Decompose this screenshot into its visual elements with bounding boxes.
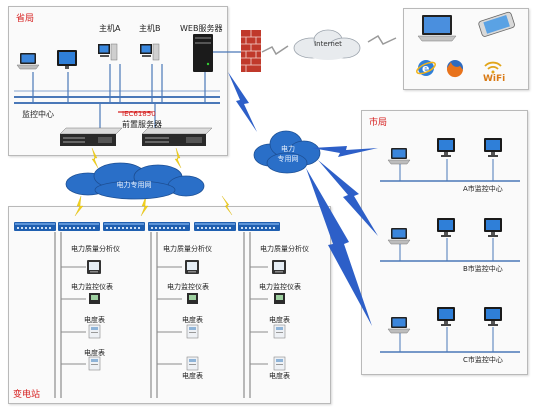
energy-meter-2a-icon [186,324,199,339]
firewall-icon [241,30,261,72]
host-a-pc-icon [97,43,118,61]
svg-text:e: e [422,62,429,75]
switch-5-icon [194,222,236,231]
energy-meter-1a-icon [88,324,101,339]
switch-6-icon [238,222,280,231]
substation-buses [54,232,251,398]
energy-meter-3a-label: 电度表 [269,316,290,324]
city-c-label: C市监控中心 [463,356,503,364]
city-a-label: A市监控中心 [463,185,503,193]
firefox-browser-icon [446,60,463,78]
city-a-laptop-icon [387,147,411,165]
city-b-laptop-icon [387,227,411,245]
energy-meter-3b-icon [273,356,286,371]
city-a-monitor-2-icon [484,138,502,157]
analyzer-1-label: 电力质量分析仪 [71,245,120,253]
ie-browser-icon: e [416,60,436,76]
front-server-right-icon [141,127,213,146]
analyzer-3-icon [272,260,286,274]
front-server-left-icon [59,127,123,146]
monitor-meter-1-icon [89,293,100,304]
energy-meter-3b-label: 电度表 [269,372,290,380]
monitor-center-label: 监控中心 [22,110,54,119]
city-b-monitor-2-icon [484,218,502,237]
energy-meter-1b-label: 电度表 [84,349,105,357]
wifi-label: WiFi [483,74,506,84]
phone-device-icon [478,11,515,37]
web-server-icon [193,34,213,72]
substation-stubs [61,266,268,365]
city-drops [399,159,494,352]
province-laptop-icon [16,52,40,70]
city-c-laptop-icon [387,316,411,334]
energy-meter-1a-label: 电度表 [84,316,105,324]
host-b-pc-icon [139,43,160,61]
web-server-label: WEB服务器 [180,24,223,33]
energy-meter-2a-label: 电度表 [182,316,203,324]
monitor-meter-3-icon [274,293,285,304]
monitor-meter-3-label: 电力监控仪表 [259,283,301,291]
monitor-meter-2-icon [187,293,198,304]
power-net-bottom-label: 电力专用网 [116,181,152,189]
switch-1-icon [14,222,56,231]
host-b-label: 主机B [139,24,161,33]
monitor-meter-2-label: 电力监控仪表 [167,283,209,291]
energy-meter-2b-icon [186,356,199,371]
power-net-cloud-bottom [65,162,205,200]
city-c-monitor-1-icon [437,307,455,326]
wifi-icon [484,61,502,74]
monitor-meter-1-label: 电力监控仪表 [71,283,113,291]
province-title: 省局 [16,14,35,24]
analyzer-1-icon [87,260,101,274]
lightning-links-yellow [74,147,233,217]
internet-label: Internet [314,40,342,48]
front-server-label-1: IEC61850 [122,110,156,118]
power-net-top-line2: 专用网 [277,155,299,163]
analyzer-3-label: 电力质量分析仪 [260,245,309,253]
city-b-monitor-1-icon [437,218,455,237]
city-b-label: B市监控中心 [463,265,503,273]
power-net-cloud-top [253,130,321,174]
substation-title: 变电站 [13,390,41,400]
energy-meter-1b-icon [88,356,101,371]
front-server-label-2: 前置服务器 [122,120,162,129]
laptop-device-icon [417,15,457,42]
internet-devices-link [367,34,397,45]
energy-meter-3a-icon [273,324,286,339]
switch-3-icon [103,222,145,231]
substation-panel [8,206,331,404]
city-buses [380,180,520,353]
province-monitor-icon [57,50,77,69]
switch-4-icon [148,222,190,231]
power-net-top-line1: 电力 [281,145,295,153]
city-a-monitor-1-icon [437,138,455,157]
energy-meter-2b-label: 电度表 [182,372,203,380]
internet-cloud [293,29,361,60]
lightning-links-blue [228,72,378,326]
city-c-monitor-2-icon [484,307,502,326]
analyzer-2-label: 电力质量分析仪 [163,245,212,253]
analyzer-2-icon [185,260,199,274]
switch-2-icon [58,222,100,231]
host-a-label: 主机A [99,24,121,33]
city-title: 市局 [369,118,388,128]
firewall-internet-link [261,45,289,56]
